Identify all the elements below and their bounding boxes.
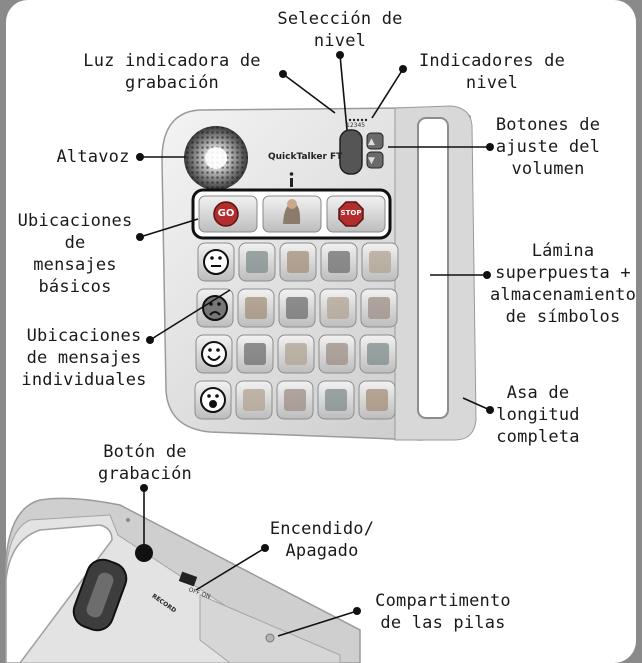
label-speaker: Altavoz [56, 147, 130, 167]
symbol-picture [245, 297, 267, 319]
sad-face-icon [202, 295, 228, 321]
battery-compartment [199, 594, 341, 663]
symbol-picture [366, 389, 388, 411]
happy-face-icon [201, 341, 227, 367]
level-digits: 12345 [346, 122, 366, 129]
level-indicator-dots [348, 118, 368, 122]
stop-label: STOP [340, 209, 362, 217]
speaker [184, 126, 248, 190]
volume-up-button [366, 132, 384, 150]
symbol-picture [246, 251, 268, 273]
brand-label: QuickTalker FT [268, 152, 343, 162]
symbol-picture [328, 251, 350, 273]
go-label: GO [217, 208, 235, 219]
symbol-picture [326, 343, 348, 365]
symbol-picture [369, 251, 391, 273]
device-back [5, 497, 361, 663]
label-power: Encendido/Apagado [269, 519, 375, 561]
leader-lines [139, 54, 491, 637]
symbol-picture [243, 389, 265, 411]
leader-dots [135, 51, 494, 615]
power-switch [178, 571, 198, 587]
symbol-picture [325, 389, 347, 411]
record-indicator-light [290, 178, 293, 187]
symbol-picture [284, 389, 306, 411]
level-select-button [339, 129, 363, 175]
neutral-face-icon [203, 249, 229, 275]
symbol-picture [285, 343, 307, 365]
symbol-picture [327, 297, 349, 319]
volume-down-button [366, 151, 384, 169]
symbol-picture [367, 343, 389, 365]
symbol-picture [368, 297, 390, 319]
basic-message-row [191, 188, 392, 240]
symbol-picture [244, 343, 266, 365]
symbol-picture [286, 297, 308, 319]
handle-opening [417, 117, 449, 419]
svg-text:▲: ▲ [368, 137, 375, 147]
individual-message-grid [194, 242, 399, 420]
symbol-picture [287, 251, 309, 273]
svg-text:▼: ▼ [368, 156, 375, 166]
